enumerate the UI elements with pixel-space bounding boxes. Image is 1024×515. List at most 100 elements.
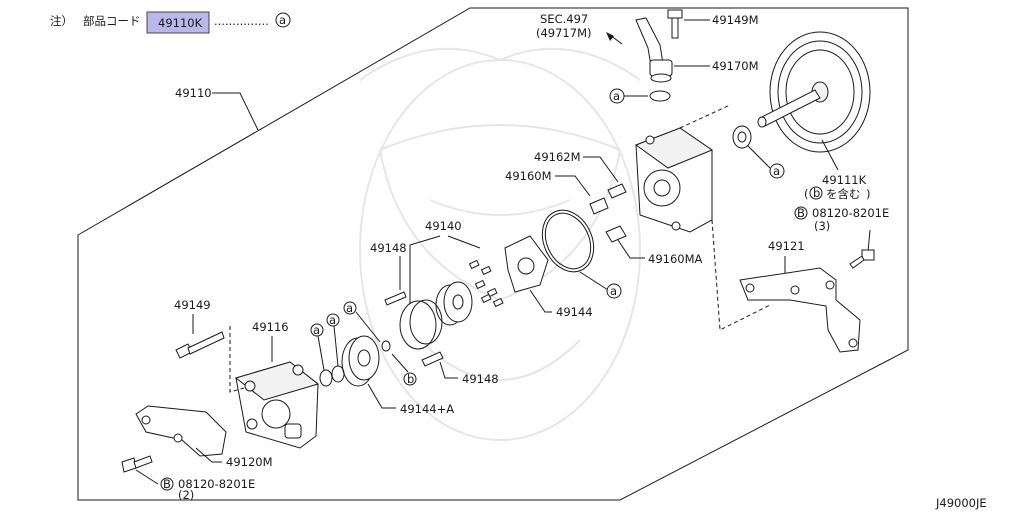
shaft-seal-inner: [737, 131, 747, 143]
callout-49149m[interactable]: 49149M: [712, 13, 759, 27]
rear-cover[interactable]: [234, 361, 320, 449]
ref-marker-a5-text: a: [313, 323, 320, 337]
bracket-right[interactable]: [739, 267, 861, 353]
ref-marker-a1-text: a: [613, 89, 620, 103]
side-plate[interactable]: [341, 335, 380, 387]
callout-49160m[interactable]: 49160M: [505, 169, 552, 183]
ref-marker-header-text: a: [279, 13, 286, 27]
ref-marker-a5: [310, 323, 324, 337]
callout-49148-lower[interactable]: 49148: [462, 372, 499, 386]
o-ring-top[interactable]: [649, 90, 671, 102]
leader-49110: [212, 92, 259, 131]
bolt-49149[interactable]: [175, 331, 225, 359]
leader-bolt-right: [867, 229, 871, 253]
outlet-fitting[interactable]: [635, 17, 673, 83]
header-note: 注） 部品コード 49110K ............... a: [50, 11, 291, 34]
bolt-right-symbol: B: [797, 206, 805, 220]
ref-marker-a6: [326, 313, 340, 327]
leader-a2: [747, 145, 771, 169]
callout-49144a[interactable]: 49144+A: [400, 402, 454, 416]
ref-marker-header: [275, 12, 291, 28]
sec-arrow-head: [606, 32, 614, 41]
vane-rotor[interactable]: [435, 281, 473, 326]
dash-rear-bolt: [229, 326, 245, 393]
ref-marker-a2-text: a: [773, 164, 780, 178]
leader-49160ma: [617, 239, 645, 259]
code-highlight-box[interactable]: [146, 11, 210, 34]
leader-49148-lower: [439, 361, 458, 379]
callout-49170m[interactable]: 49170M: [712, 59, 759, 73]
bolt-right[interactable]: [849, 249, 875, 269]
part-code-label: 部品コード: [83, 14, 141, 28]
callout-49144[interactable]: 49144: [556, 305, 593, 319]
leader-b2: [391, 353, 409, 373]
ref-marker-b1: [809, 186, 823, 200]
assembly-frame: [77, 7, 909, 501]
ref-marker-a4-text: a: [346, 301, 353, 315]
callout-sec-ref-sub[interactable]: (49717M): [536, 26, 591, 40]
watermark-emblem: [359, 47, 641, 441]
leader-49162m: [583, 156, 619, 183]
o-ring-large-inner: [544, 212, 592, 270]
pulley-note-text: を含む: [826, 187, 861, 201]
ref-marker-a3: [606, 283, 622, 299]
pin-upper[interactable]: [384, 291, 407, 306]
ref-marker-a6-text: a: [329, 313, 336, 327]
callout-sec-ref[interactable]: SEC.497: [540, 12, 588, 26]
ref-marker-b2-text: b: [407, 372, 414, 386]
leader-49111k: [821, 139, 839, 171]
diagram-code: J49000JE: [935, 496, 987, 510]
pulley-shaft[interactable]: [757, 31, 871, 153]
bolt-left-symbol-circle: [160, 477, 174, 491]
callout-49148-upper[interactable]: 49148: [370, 241, 407, 255]
callout-49140[interactable]: 49140: [425, 219, 462, 233]
ref-marker-a4: [343, 301, 357, 315]
pulley-note-close: ): [866, 187, 871, 201]
leader-49140: [409, 235, 481, 310]
callout-49160ma[interactable]: 49160MA: [648, 252, 703, 266]
callout-49121[interactable]: 49121: [768, 239, 805, 253]
leader-49144: [529, 289, 552, 313]
pulley-note-open: (: [804, 187, 809, 201]
dash-pulley-axis: [679, 104, 771, 331]
vanes[interactable]: [468, 259, 504, 308]
callout-49116[interactable]: 49116: [252, 320, 289, 334]
leader-a6: [333, 325, 339, 367]
leader-a4: [355, 311, 381, 343]
leader-49120m: [195, 447, 222, 463]
callout-49149[interactable]: 49149: [174, 298, 211, 312]
callout-49110[interactable]: 49110: [175, 86, 212, 100]
leader-a3: [579, 271, 609, 291]
callout-bolt-left-qty: (2): [178, 488, 194, 502]
leader-49144a: [367, 383, 396, 409]
bolt-49149m[interactable]: [667, 9, 683, 39]
note-label: 注）: [50, 14, 73, 28]
shaft-seal[interactable]: [732, 125, 752, 149]
callout-bolt-left[interactable]: 08120-8201E: [178, 477, 255, 491]
callout-49162m[interactable]: 49162M: [534, 150, 581, 164]
code-highlight-text[interactable]: 49110K: [158, 16, 203, 30]
pin-lower[interactable]: [421, 351, 444, 367]
ref-marker-a2: [769, 163, 785, 179]
o-ring-small[interactable]: [381, 340, 391, 352]
o-ring-left-1[interactable]: [319, 369, 333, 387]
control-valve[interactable]: [605, 225, 627, 243]
leader-bolt-left: [135, 469, 159, 485]
pump-front-body[interactable]: [634, 127, 714, 233]
bolt-left[interactable]: [121, 455, 153, 473]
cam-ring[interactable]: [399, 299, 443, 350]
header-dots: ...............: [214, 14, 269, 28]
callout-49120m[interactable]: 49120M: [226, 455, 273, 469]
callout-bolt-right[interactable]: 08120-8201E: [812, 206, 889, 220]
cam-plate[interactable]: [504, 235, 549, 293]
leader-49160m: [555, 175, 591, 197]
o-ring-large[interactable]: [533, 202, 604, 280]
relief-valve-spring[interactable]: [589, 183, 627, 215]
callout-49111k[interactable]: 49111K: [822, 173, 867, 187]
leader-a5: [317, 335, 325, 371]
o-ring-left-2[interactable]: [331, 365, 345, 383]
ref-marker-b1-text: b: [813, 186, 820, 200]
bracket-left[interactable]: [135, 405, 227, 457]
bolt-right-symbol-circle: [794, 206, 808, 220]
